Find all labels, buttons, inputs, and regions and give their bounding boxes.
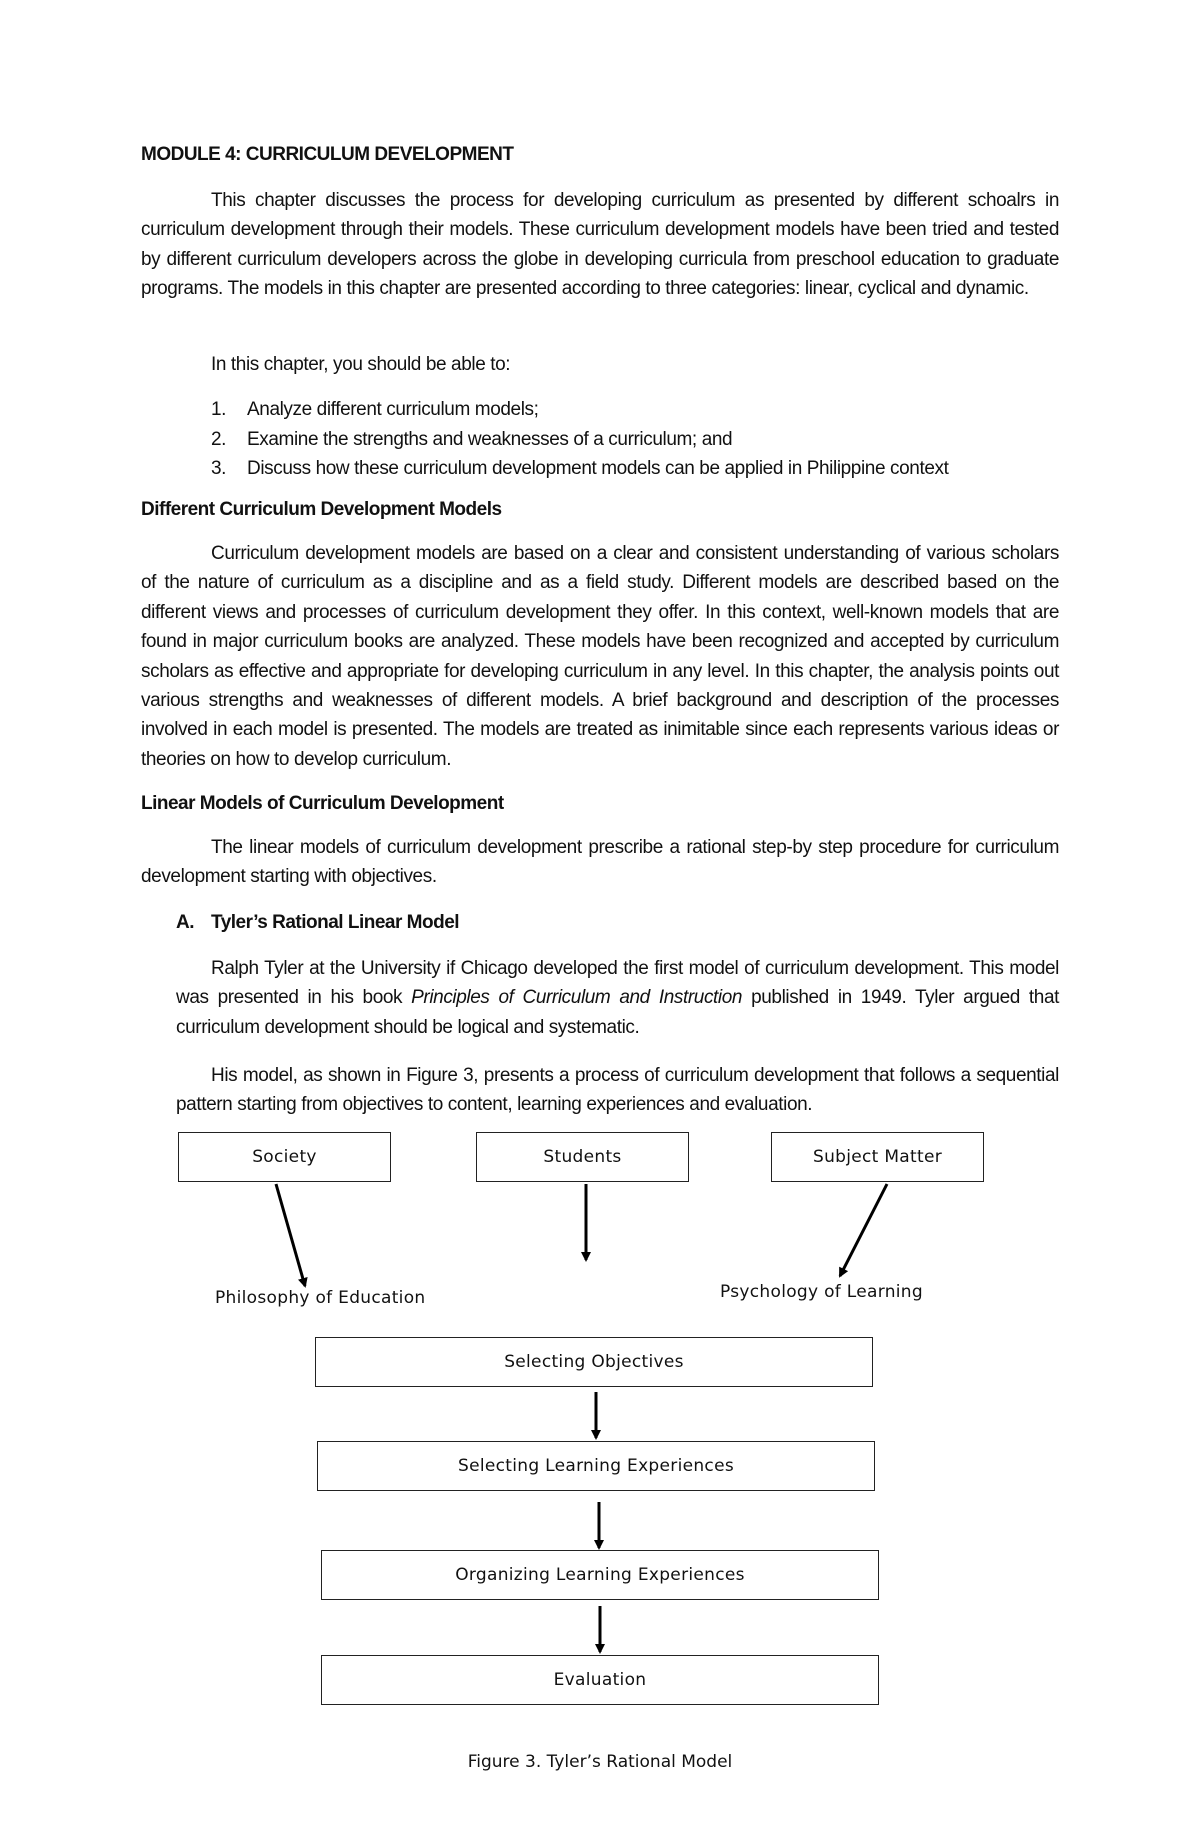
- objectives-intro: In this chapter, you should be able to:: [211, 354, 511, 375]
- students-box: Students: [476, 1132, 689, 1182]
- tyler-paragraph-1: Ralph Tyler at the University if Chicago…: [176, 954, 1059, 1042]
- step-selecting-objectives: Selecting Objectives: [315, 1337, 873, 1387]
- section-heading-linear: Linear Models of Curriculum Development: [141, 793, 504, 814]
- arrow-society: [274, 1183, 308, 1288]
- objective-text: Examine the strengths and weaknesses of …: [247, 428, 733, 450]
- step-selecting-learning-experiences: Selecting Learning Experiences: [317, 1441, 875, 1491]
- philosophy-of-education-label: Philosophy of Education: [215, 1288, 426, 1308]
- step-organizing-learning-experiences: Organizing Learning Experiences: [321, 1550, 879, 1600]
- subsection-heading-tyler: A. Tyler’s Rational Linear Model: [176, 912, 460, 934]
- subsection-title: Tyler’s Rational Linear Model: [211, 912, 460, 933]
- tyler-text-2: published in 1949. Tyler argued that cur…: [176, 987, 1059, 1038]
- subsection-label: A.: [176, 912, 195, 933]
- module-title: MODULE 4: CURRICULUM DEVELOPMENT: [141, 144, 514, 165]
- linear-paragraph: The linear models of curriculum developm…: [141, 837, 1059, 888]
- objective-number: 3.: [211, 458, 227, 479]
- book-title: Principles of Curriculum and Instruction: [411, 987, 743, 1009]
- objective-item: 3. Discuss how these curriculum developme…: [211, 454, 949, 484]
- subject-matter-box: Subject Matter: [771, 1132, 984, 1182]
- figure-caption: Figure 3. Tyler’s Rational Model: [467, 1752, 733, 1772]
- objectives-list: 1. Analyze different curriculum models; 2…: [211, 395, 949, 484]
- step-evaluation: Evaluation: [321, 1655, 879, 1705]
- tyler-paragraph-2: His model, as shown in Figure 3, present…: [176, 1065, 1059, 1116]
- society-box: Society: [178, 1132, 391, 1182]
- objective-item: 1. Analyze different curriculum models;: [211, 395, 948, 425]
- section-heading-models: Different Curriculum Development Models: [141, 499, 502, 520]
- intro-paragraph: This chapter discusses the process for d…: [141, 190, 1059, 300]
- psychology-of-learning-label: Psychology of Learning: [720, 1282, 923, 1302]
- arrow-subject-matter: [838, 1183, 889, 1278]
- models-paragraph: Curriculum development models are based …: [141, 543, 1059, 770]
- tyler-text-1: Ralph Tyler at the University if Chicago…: [176, 958, 1059, 1009]
- objective-number: 2.: [211, 428, 227, 450]
- objective-text: Analyze different curriculum models;: [247, 399, 539, 420]
- objective-text: Discuss how these curriculum development…: [247, 458, 949, 479]
- objective-item: 2. Examine the strengths and weaknesses o…: [211, 425, 948, 455]
- objective-number: 1.: [211, 399, 227, 420]
